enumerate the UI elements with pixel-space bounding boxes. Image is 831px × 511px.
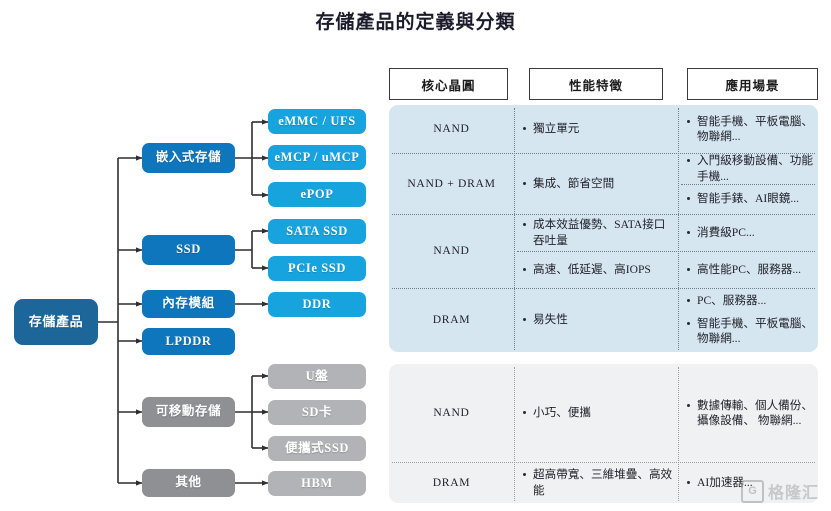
- tree-node-label: eMMC / UFS: [278, 113, 356, 128]
- tree-node-emcp-umcp[interactable]: eMCP / uMCP: [268, 145, 366, 170]
- subrow-separator: [517, 251, 815, 252]
- tree-node-label: U盤: [305, 368, 329, 383]
- row-separator: [392, 462, 815, 463]
- application-item: 高性能PC、服務器...: [686, 262, 816, 277]
- feature-item: 集成、節省空間: [522, 176, 676, 191]
- table-cell-features: 成本效益優勢、SATA接口吞吐量: [522, 214, 676, 251]
- chip-label: NAND: [433, 406, 470, 420]
- table-cell-chip: NAND + DRAM: [389, 153, 514, 214]
- tree-node-label: 其他: [175, 475, 202, 490]
- table-header-label: 應用場景: [725, 78, 780, 93]
- tree-node-others[interactable]: 其他: [142, 469, 235, 497]
- tree-node-usb-drive[interactable]: U盤: [268, 364, 366, 389]
- tree-node-label: ePOP: [300, 186, 334, 201]
- application-item: AI加速器...: [686, 475, 816, 490]
- application-item: 智能手機、平板電腦、物聯網...: [686, 316, 816, 347]
- table-cell-applications: PC、服務器... 智能手機、平板電腦、物聯網...: [686, 288, 816, 352]
- tree-node-embedded-storage[interactable]: 嵌入式存儲: [142, 143, 235, 173]
- tree-node-label: 嵌入式存儲: [155, 150, 222, 165]
- feature-item: 獨立單元: [522, 121, 676, 136]
- tree-node-removable-storage[interactable]: 可移動存儲: [142, 397, 235, 427]
- tree-node-root[interactable]: 存儲產品: [14, 299, 98, 345]
- tree-node-emmc-ufs[interactable]: eMMC / UFS: [268, 109, 366, 134]
- application-item: 消費級PC...: [686, 225, 816, 240]
- table-cell-chip: NAND: [389, 105, 514, 153]
- tree-node-label: SD卡: [301, 404, 333, 419]
- tree-node-ssd[interactable]: SSD: [142, 235, 235, 265]
- application-item: 智能手機、平板電腦、物聯網...: [686, 114, 816, 145]
- tree-node-label: HBM: [301, 475, 333, 490]
- application-item: 智能手錶、AI眼鏡...: [686, 191, 816, 206]
- table-header-label: 性能特徵: [568, 78, 623, 93]
- column-separator: [514, 108, 515, 350]
- chip-label: DRAM: [432, 313, 471, 327]
- tree-node-lpddr[interactable]: LPDDR: [142, 328, 235, 355]
- table-header-application: 應用場景: [687, 68, 818, 100]
- tree-node-label: PCIe SSD: [288, 260, 346, 275]
- application-item: PC、服務器...: [686, 293, 816, 308]
- table-cell-features: 易失性: [522, 288, 676, 352]
- table-cell-features: 集成、節省空間: [522, 153, 676, 214]
- application-item: 數據傳輸、個人備份、攝像設備、 物聯網...: [686, 398, 817, 429]
- watermark-text: 格隆汇: [767, 485, 819, 502]
- tree-node-pcie-ssd[interactable]: PCIe SSD: [268, 256, 366, 281]
- table-cell-chip: DRAM: [389, 462, 514, 503]
- table-cell-applications: AI加速器...: [686, 462, 816, 503]
- chip-label: NAND: [433, 122, 470, 136]
- table-cell-chip: DRAM: [389, 288, 514, 352]
- row-separator: [392, 288, 815, 289]
- feature-item: 小巧、便攜: [522, 405, 676, 420]
- table-cell-features: 獨立單元: [522, 105, 676, 153]
- column-separator: [678, 367, 679, 501]
- watermark: G 格隆汇: [740, 479, 819, 503]
- table-cell-applications: 入門級移動設備、功能手機...: [686, 153, 816, 184]
- tree-node-label: LPDDR: [165, 333, 212, 348]
- table-cell-features: 超高帶寬、三維堆疊、高效能: [522, 462, 676, 503]
- table-cell-features: 小巧、便攜: [522, 364, 676, 462]
- tree-node-portable-ssd[interactable]: 便攜式SSD: [268, 436, 366, 461]
- tree-node-root-label: 存儲產品: [28, 313, 84, 329]
- tree-node-label: 便攜式SSD: [284, 440, 350, 455]
- tree-node-hbm[interactable]: HBM: [268, 471, 366, 496]
- table-cell-applications: 智能手機、平板電腦、物聯網...: [686, 105, 816, 153]
- tree-node-epop[interactable]: ePOP: [268, 182, 366, 207]
- column-separator: [678, 108, 679, 350]
- page-title: 存儲產品的定義與分類: [315, 12, 516, 33]
- table-header-performance: 性能特徵: [529, 68, 663, 100]
- chip-label: DRAM: [432, 475, 471, 489]
- feature-item: 易失性: [522, 312, 676, 327]
- table-header-label: 核心晶圓: [421, 78, 476, 93]
- tree-node-ddr[interactable]: DDR: [268, 292, 366, 317]
- column-separator: [514, 367, 515, 501]
- subrow-separator: [681, 184, 815, 185]
- table-cell-chip: NAND: [389, 364, 514, 462]
- tree-node-label: 內存模組: [162, 296, 215, 311]
- chip-label: NAND + DRAM: [407, 176, 496, 190]
- application-item: 入門級移動設備、功能手機...: [686, 153, 816, 184]
- chip-label: NAND: [433, 244, 470, 258]
- table-header-core-wafer: 核心晶圓: [389, 68, 508, 100]
- tree-node-label: SSD: [176, 242, 201, 257]
- watermark-logo-icon: G: [740, 479, 764, 503]
- tree-node-label: SATA SSD: [286, 223, 348, 238]
- row-separator: [392, 153, 815, 154]
- feature-item: 超高帶寬、三維堆疊、高效能: [522, 467, 676, 498]
- table-cell-applications: 消費級PC...: [686, 214, 816, 251]
- feature-item: 高速、低延遲、高IOPS: [522, 262, 676, 277]
- tree-node-label: eMCP / uMCP: [274, 149, 360, 164]
- feature-item: 成本效益優勢、SATA接口吞吐量: [522, 217, 676, 248]
- tree-node-label: DDR: [302, 296, 332, 311]
- table-cell-applications: 高性能PC、服務器...: [686, 251, 816, 288]
- table-cell-chip: NAND: [389, 214, 514, 288]
- table-cell-applications: 智能手錶、AI眼鏡...: [686, 184, 816, 214]
- tree-node-memory-module[interactable]: 內存模組: [142, 290, 235, 318]
- tree-node-sd-card[interactable]: SD卡: [268, 400, 366, 425]
- tree-node-sata-ssd[interactable]: SATA SSD: [268, 219, 366, 244]
- row-separator: [392, 214, 815, 215]
- table-cell-features: 高速、低延遲、高IOPS: [522, 251, 676, 288]
- table-panel-blue: [389, 105, 818, 352]
- table-cell-applications: 數據傳輸、個人備份、攝像設備、 物聯網...: [686, 364, 817, 462]
- tree-node-label: 可移動存儲: [155, 404, 222, 419]
